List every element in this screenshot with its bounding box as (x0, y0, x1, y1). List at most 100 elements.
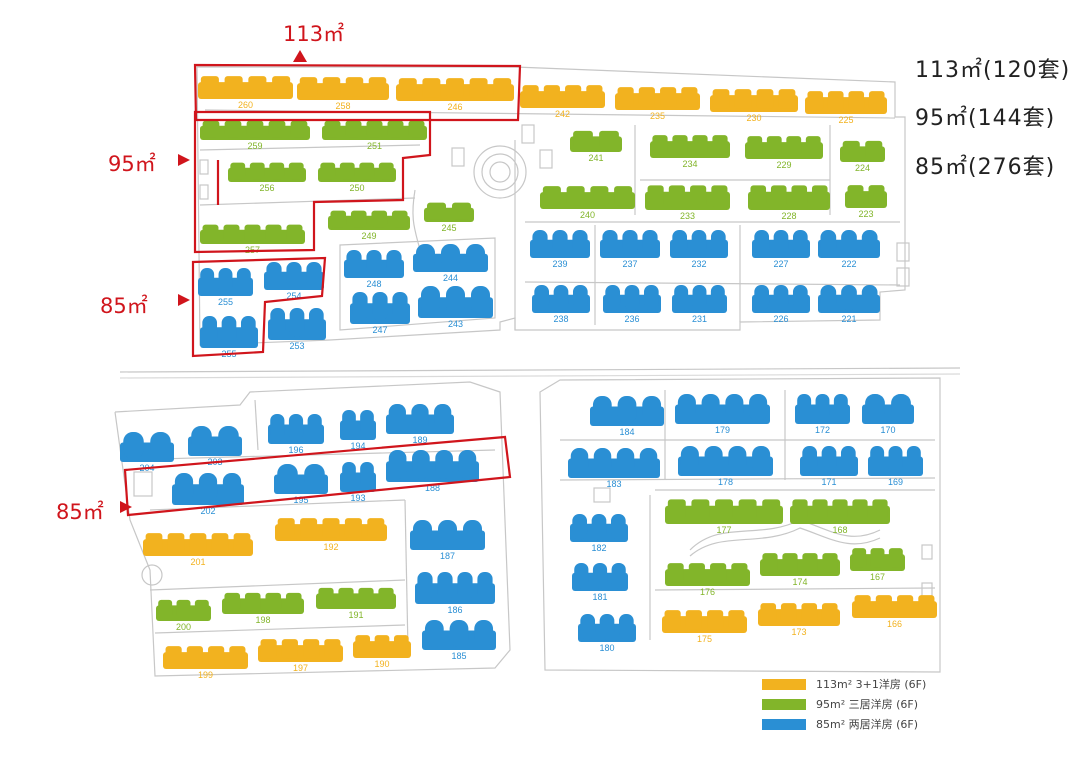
building-unit (749, 394, 768, 421)
building-number-label: 187 (440, 551, 455, 561)
building-unit (797, 394, 812, 421)
building-unit (288, 414, 304, 441)
building-unit (599, 614, 615, 640)
building-number-label: 247 (372, 325, 387, 335)
building-unit (599, 130, 619, 149)
building-unit (393, 635, 409, 655)
building-unit (268, 120, 286, 138)
building-green-240 (540, 186, 635, 209)
building-blue-181 (572, 563, 628, 591)
building-unit (891, 394, 911, 421)
building-unit (807, 91, 824, 111)
building-unit (392, 292, 408, 321)
building-unit (446, 286, 465, 315)
building-unit (378, 587, 394, 606)
building-unit (285, 592, 302, 611)
building-number-label: 248 (366, 279, 381, 289)
building-unit (477, 572, 493, 601)
building-unit (861, 285, 878, 311)
building-body (805, 97, 887, 114)
building-unit (842, 140, 860, 159)
building-unit (304, 464, 325, 491)
building-number-label: 196 (288, 445, 303, 455)
building-body (328, 215, 410, 230)
building-unit (427, 202, 446, 220)
building-number-label: 190 (374, 659, 389, 669)
building-gold-192 (275, 518, 387, 541)
building-green-245 (424, 202, 474, 222)
legend-item-blue: 85m² 两居洋房 (6F) (762, 716, 918, 732)
building-number-label: 192 (323, 542, 338, 552)
building-gold-199 (163, 646, 248, 669)
building-green-233 (645, 185, 730, 210)
building-unit (840, 446, 856, 473)
building-green-224 (840, 140, 885, 162)
building-unit (322, 77, 341, 97)
building-blue-255 (200, 316, 258, 348)
building-number-label: 239 (552, 259, 567, 269)
building-unit (346, 250, 362, 276)
building-body (316, 593, 396, 609)
building-unit (872, 499, 888, 521)
building-body (386, 461, 479, 482)
building-unit (299, 77, 318, 97)
building-unit (372, 292, 388, 321)
building-unit (770, 185, 787, 207)
building-unit (778, 89, 796, 109)
building-unit (820, 230, 837, 256)
building-blue-180 (578, 614, 636, 642)
building-unit (542, 186, 561, 206)
building-unit (715, 499, 733, 521)
building-unit (822, 553, 838, 573)
building-number-label: 245 (441, 223, 456, 233)
building-unit (374, 635, 390, 655)
building-unit (378, 162, 394, 180)
building-unit (194, 599, 209, 618)
building-unit (224, 592, 241, 611)
building-unit (198, 473, 218, 502)
building-unit (918, 595, 935, 615)
building-unit (222, 473, 242, 502)
building-unit (888, 548, 903, 568)
building-unit (728, 446, 747, 473)
building-unit (821, 603, 838, 623)
building-unit (668, 185, 685, 207)
building-number-label: 240 (580, 210, 595, 220)
callout-113: 113㎡ (283, 22, 345, 46)
building-unit (802, 446, 818, 473)
building-number-label: 250 (349, 183, 364, 193)
building-unit (572, 514, 588, 540)
building-unit (200, 268, 215, 294)
building-unit (667, 563, 684, 583)
building-unit (677, 394, 696, 421)
building-number-label: 177 (716, 525, 731, 535)
building-body (540, 192, 635, 209)
building-green-228 (748, 185, 830, 210)
building-unit (208, 646, 225, 666)
building-green-229 (745, 136, 823, 159)
building-number-label: 222 (841, 259, 856, 269)
building-gold-173 (758, 603, 840, 626)
building-unit (288, 162, 304, 180)
building-unit (610, 514, 626, 540)
building-body (662, 616, 747, 633)
building-number-label: 173 (791, 627, 806, 637)
building-unit (841, 230, 857, 256)
building-unit (592, 563, 608, 589)
building-unit (593, 448, 612, 475)
building-unit (861, 230, 878, 256)
building-body (222, 598, 304, 614)
building-unit (260, 639, 277, 659)
building-unit (338, 587, 354, 606)
marker-95 (178, 154, 190, 166)
building-unit (553, 285, 569, 311)
building-unit (449, 620, 469, 647)
building-unit (691, 499, 710, 521)
building-gold-197 (258, 639, 343, 662)
building-unit (342, 462, 356, 489)
building-body (228, 167, 306, 182)
building-unit (754, 285, 770, 311)
building-unit (249, 162, 265, 180)
building-number-label: 175 (697, 634, 712, 644)
building-green-257 (200, 224, 305, 244)
